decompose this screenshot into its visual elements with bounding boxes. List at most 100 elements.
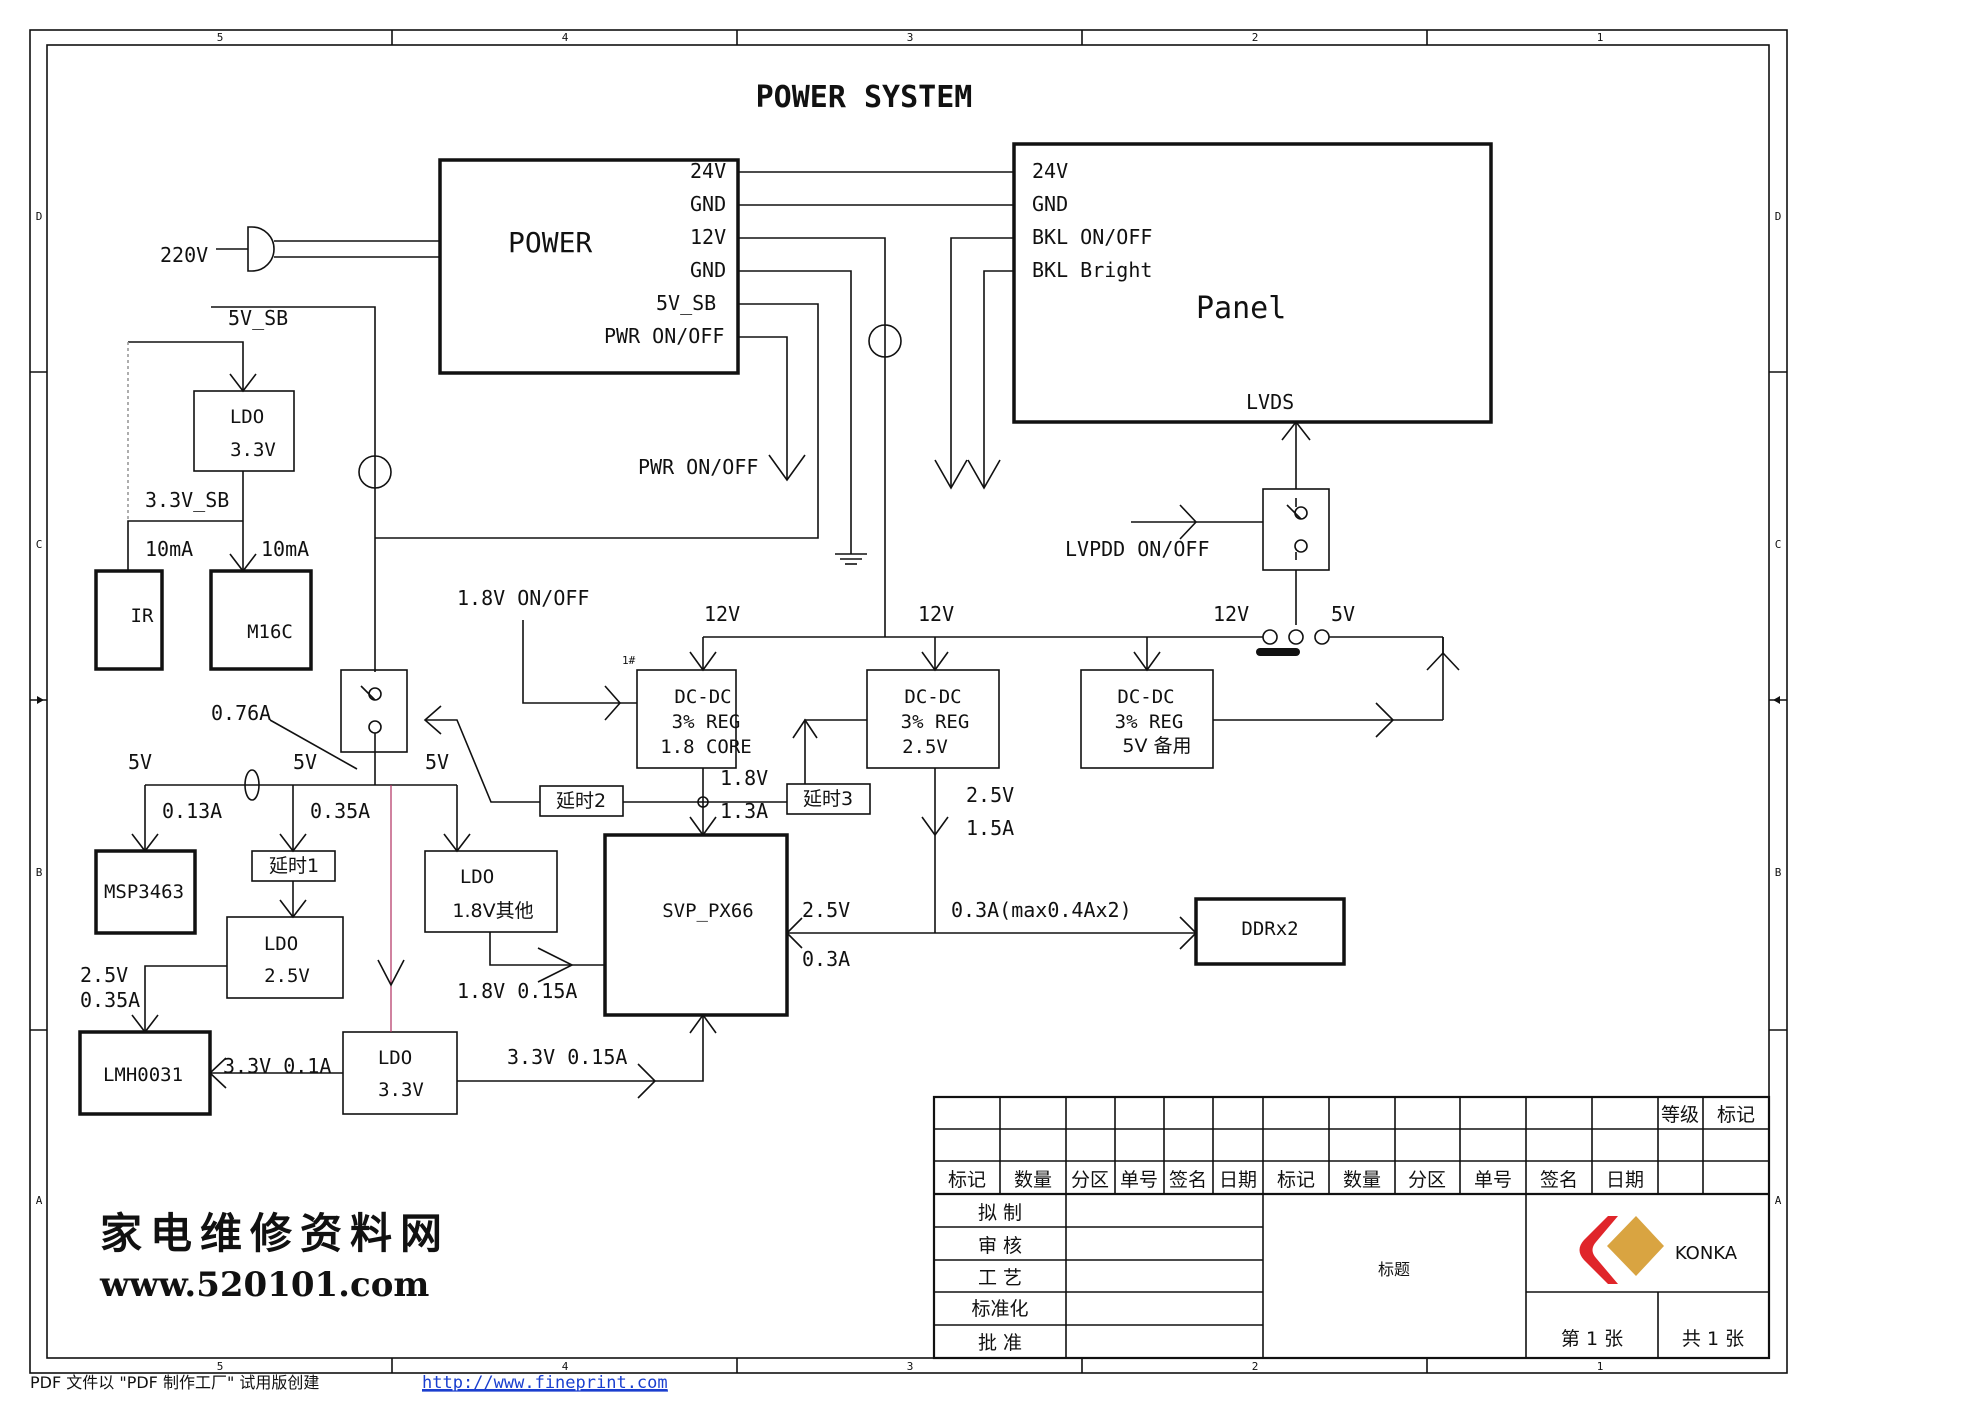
ldo-3v3-block — [342, 1031, 458, 1115]
tb-header: 日期 — [1219, 1169, 1257, 1191]
ddrx2-label: DDRx2 — [1241, 918, 1298, 940]
row-label: B — [1775, 866, 1782, 879]
tb-role: 标准化 — [971, 1298, 1028, 1320]
power-label: POWER — [508, 226, 592, 259]
outer-frame — [29, 29, 1788, 1374]
dcdc2-title: DC-DC — [904, 686, 961, 708]
konka-logo-icon — [1579, 1216, 1664, 1284]
inner-frame — [46, 44, 1770, 1359]
label-013a: 0.13A — [162, 799, 222, 823]
label-pwr-onoff: PWR ON/OFF — [638, 455, 758, 479]
company-name: KONKA — [1675, 1243, 1738, 1264]
tb-header: 单号 — [1120, 1169, 1158, 1191]
power-pin-gnd2: GND — [690, 258, 726, 282]
watermark-cn: 家电维修资料网 — [100, 1209, 450, 1258]
ldo-1v8-title: LDO — [460, 866, 494, 888]
col-label: 5 — [217, 31, 224, 44]
dcdc1-reg: 3% REG — [672, 711, 741, 733]
dcdc3-value: 5V 备用 — [1122, 735, 1191, 757]
label-1v8-out: 1.8V — [720, 766, 768, 790]
panel-pin-bkl-bright: BKL Bright — [1032, 258, 1152, 282]
label-03a: 0.3A — [802, 947, 850, 971]
label-10ma-ir: 10mA — [145, 537, 193, 561]
footer-link[interactable]: http://www.fineprint.com — [422, 1373, 668, 1393]
label-3v3-015a: 3.3V 0.15A — [507, 1045, 627, 1069]
ldo-top-title: LDO — [230, 406, 264, 428]
delay2-label: 延时2 — [556, 790, 606, 812]
tb-header: 签名 — [1169, 1169, 1207, 1191]
delay3-label: 延时3 — [803, 788, 853, 810]
label-2v5-ddr: 2.5V — [802, 898, 850, 922]
lmh0031-label: LMH0031 — [103, 1064, 183, 1086]
dcdc3-reg: 3% REG — [1115, 711, 1184, 733]
svp-px66-block — [603, 833, 789, 1017]
dcdc3-title: DC-DC — [1117, 686, 1174, 708]
tb-header: 数量 — [1014, 1169, 1052, 1191]
tb-header: 日期 — [1606, 1169, 1644, 1191]
label-2v5-out: 2.5V — [966, 783, 1014, 807]
col-label: 2 — [1252, 31, 1259, 44]
power-pin-24v: 24V — [690, 159, 726, 183]
row-label: C — [1775, 538, 1782, 551]
label-5v-sb: 5V_SB — [228, 306, 288, 330]
switch-5v-block — [340, 669, 408, 753]
label-035a-lmh: 0.35A — [80, 988, 140, 1012]
row-label: D — [1775, 210, 1782, 223]
tb-header: 标记 — [1277, 1169, 1315, 1191]
panel-pin-gnd: GND — [1032, 192, 1068, 216]
label-15a: 1.5A — [966, 816, 1014, 840]
label-5v-sel: 5V — [1331, 602, 1355, 626]
tb-caption: 标题 — [1378, 1260, 1410, 1279]
m16c-block — [209, 569, 313, 671]
label-13a: 1.3A — [720, 799, 768, 823]
power-pin-5vsb: 5V_SB — [656, 291, 716, 315]
ldo-top-value: 3.3V — [230, 439, 276, 461]
msp3463-label: MSP3463 — [104, 881, 184, 903]
dcdc-1v8-block — [636, 669, 737, 769]
col-label: 3 — [907, 1360, 914, 1373]
page-title: POWER SYSTEM — [756, 80, 973, 115]
footer-text: PDF 文件以 "PDF 制作工厂" 试用版创建 — [30, 1373, 319, 1392]
tb-header: 数量 — [1343, 1169, 1381, 1191]
row-label: A — [1775, 1194, 1782, 1207]
col-label: 5 — [217, 1360, 224, 1373]
ldo-3v3-value: 3.3V — [378, 1079, 424, 1101]
power-block — [438, 158, 740, 375]
row-label: C — [36, 538, 43, 551]
dcdc-2v5-block — [866, 669, 1000, 769]
tb-header: 标记 — [948, 1169, 986, 1191]
label-12v-a: 12V — [704, 602, 740, 626]
watermark-url: www.520101.com — [99, 1265, 429, 1305]
tb-sheet: 第 1 张 — [1561, 1328, 1623, 1350]
dcdc1-title: DC-DC — [674, 686, 731, 708]
ir-label: IR — [131, 605, 154, 627]
power-pin-pwr: PWR ON/OFF — [604, 324, 724, 348]
col-label: 4 — [562, 31, 569, 44]
panel-pin-bkl-onoff: BKL ON/OFF — [1032, 225, 1152, 249]
selector-bar — [1256, 648, 1300, 656]
label-035a: 0.35A — [310, 799, 370, 823]
ldo-1v8-block — [424, 850, 558, 933]
label-076a: 0.76A — [211, 701, 271, 725]
col-label: 3 — [907, 31, 914, 44]
label-3v3-01a: 3.3V 0.1A — [223, 1054, 331, 1078]
label-12v-b: 12V — [918, 602, 954, 626]
dcdc2-reg: 3% REG — [901, 711, 970, 733]
dcdc2-value: 2.5V — [902, 736, 948, 758]
tb-role: 批 准 — [978, 1332, 1022, 1354]
ldo-3v3-title: LDO — [378, 1047, 412, 1069]
ldo-2v5-value: 2.5V — [264, 965, 310, 987]
input-220v: 220V — [160, 243, 208, 267]
col-label: 2 — [1252, 1360, 1259, 1373]
delay3-block — [786, 783, 871, 815]
delay1-label: 延时1 — [269, 855, 319, 877]
ir-block — [94, 569, 164, 671]
col-label: 1 — [1597, 1360, 1604, 1373]
m16c-label: M16C — [247, 621, 293, 643]
panel-label: Panel — [1196, 291, 1286, 326]
tb-total: 共 1 张 — [1682, 1328, 1744, 1350]
panel-pin-24v: 24V — [1032, 159, 1068, 183]
label-5v-a: 5V — [128, 750, 152, 774]
svp-label: SVP_PX66 — [662, 900, 754, 922]
